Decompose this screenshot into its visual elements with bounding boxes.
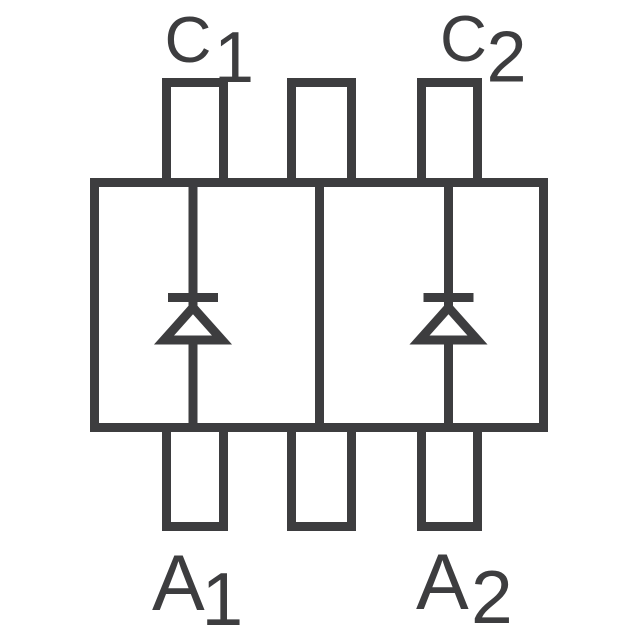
pin-c2 bbox=[417, 78, 482, 183]
pin-a2 bbox=[417, 427, 482, 531]
pin-top-middle bbox=[287, 78, 356, 183]
label-a2-subscript: 2 bbox=[471, 555, 513, 639]
pin-a1 bbox=[162, 427, 228, 531]
diode-2-anode-triangle bbox=[409, 300, 488, 345]
label-c1-letter: C bbox=[165, 3, 212, 76]
pin-c1 bbox=[162, 78, 228, 183]
label-a1-subscript: 1 bbox=[202, 557, 244, 640]
label-c1-subscript: 1 bbox=[214, 18, 254, 98]
pin-bottom-middle bbox=[287, 427, 356, 531]
package-body-outline bbox=[90, 178, 548, 432]
label-a1-letter: A bbox=[152, 538, 205, 627]
diode-1-anode-triangle bbox=[153, 300, 233, 345]
label-c2-letter: C bbox=[440, 2, 487, 75]
label-a2-letter: A bbox=[416, 537, 469, 626]
schematic-lines bbox=[90, 78, 548, 531]
label-c2-subscript: 2 bbox=[487, 18, 527, 98]
pin-labels: C 1 C 2 A 1 A 2 bbox=[152, 2, 527, 640]
